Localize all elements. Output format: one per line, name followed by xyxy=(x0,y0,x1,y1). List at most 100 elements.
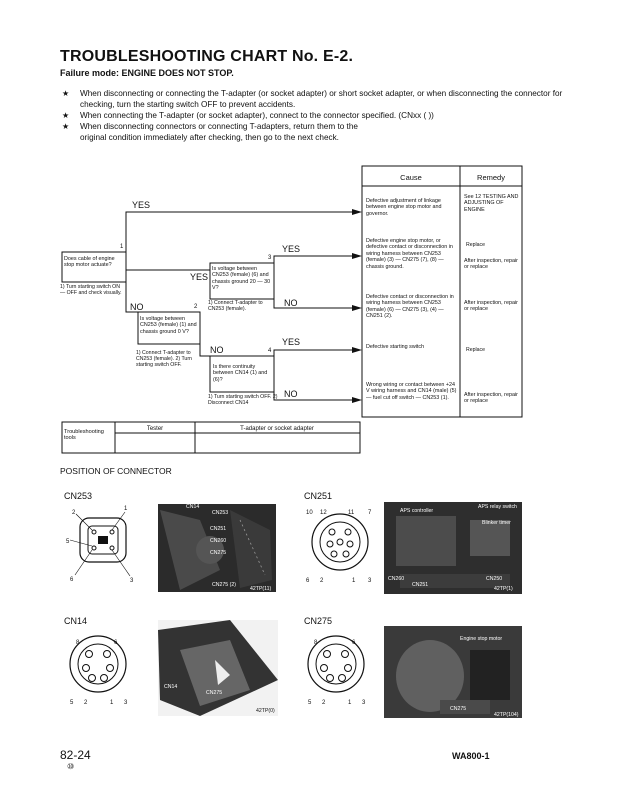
cn14-pin: 3 xyxy=(124,700,128,706)
photo-3 xyxy=(158,620,278,716)
photo-2-tag: CN250 xyxy=(486,576,502,582)
notes: ★When disconnecting or connecting the T-… xyxy=(60,88,580,143)
cn253-pin: 6 xyxy=(70,577,74,583)
cause-2: Defective engine stop motor, or defectiv… xyxy=(366,238,453,270)
cn251-pin: 6 xyxy=(306,578,310,584)
connector-section: CN253 2 1 5 6 3 CN14 CN253 CN251 CN260 C… xyxy=(64,491,522,718)
arrow-head xyxy=(352,305,362,311)
tools-label: Troubleshooting tools xyxy=(64,429,104,441)
yes-line-3 xyxy=(273,255,352,263)
star-icon: ★ xyxy=(62,122,70,131)
yes-label-1-3: YES xyxy=(190,272,208,282)
note-3: ★When disconnecting connectors or connec… xyxy=(62,122,358,142)
no-label-3: NO xyxy=(284,298,298,308)
photo-1-tag: CN251 xyxy=(210,526,226,532)
check-3-number: 3 xyxy=(268,255,272,261)
check-4-number: 4 xyxy=(268,348,272,354)
photo-1-tag: CN275 (2) xyxy=(212,582,236,588)
cn253-label: CN253 xyxy=(64,491,92,501)
check-4-text: Is there continuity between CN14 (1) and… xyxy=(213,364,267,383)
remedy-1: See 12 TESTING AND ADJUSTING OF ENGINE xyxy=(464,194,518,213)
photo-2-tag: 42TP(1) xyxy=(494,586,513,592)
page-title: TROUBLESHOOTING CHART No. E-2. xyxy=(60,48,354,65)
check-3-text: Is voltage between CN253 (female) (6) an… xyxy=(212,266,270,291)
note-2: ★When connecting the T-adapter (or socke… xyxy=(62,111,434,120)
revision-mark: ⑩ xyxy=(67,762,75,771)
no-line-1 xyxy=(125,282,138,313)
check-4-condition: 1) Turn starting switch OFF. 2) Disconne… xyxy=(208,394,277,406)
arrow-head xyxy=(352,347,362,353)
remedy-2b: After inspection, repair or replace xyxy=(464,258,518,270)
cn253-connector-drawing xyxy=(69,511,131,577)
cn253-pin: 2 xyxy=(72,510,76,516)
photo-2-tag: Blinker timer xyxy=(482,520,511,526)
cn251-pin: 2 xyxy=(320,578,324,584)
no-line-2 xyxy=(199,340,210,357)
cn275-pin: 5 xyxy=(308,700,312,706)
photo-2-tag: APS relay switch xyxy=(478,504,517,510)
no-label-2: NO xyxy=(210,345,224,355)
photo-4 xyxy=(384,626,522,718)
cause-4: Defective starting switch xyxy=(366,344,424,350)
arrow-head xyxy=(352,209,362,215)
cause-remedy-table xyxy=(361,165,523,418)
cn14-pin: 6 xyxy=(114,640,118,646)
photo-1-tag: CN253 xyxy=(212,510,228,516)
tools-adapter: T-adapter or socket adapter xyxy=(240,426,314,432)
check-box-1 xyxy=(61,251,127,283)
no-label-1: NO xyxy=(130,302,144,312)
cause-3: Defective contact or disconnection in wi… xyxy=(366,294,454,319)
check-2-number: 2 xyxy=(194,304,198,310)
no-line-4 xyxy=(273,392,352,401)
cn251-pin: 11 xyxy=(348,510,355,516)
cn251-pin: 7 xyxy=(368,510,372,516)
photo-1-tag: CN14 xyxy=(186,504,199,510)
cn253-pin: 1 xyxy=(124,506,128,512)
remedy-header: Remedy xyxy=(477,173,505,182)
photo-4-tag: CN275 xyxy=(450,706,466,712)
remedy-2a: Replace xyxy=(466,242,485,248)
arrow-head xyxy=(352,397,362,403)
check-2-condition: 1) Connect T-adapter to CN253 (female). … xyxy=(136,350,192,368)
cn275-connector-drawing xyxy=(307,635,365,693)
cn14-pin: 8 xyxy=(76,640,80,646)
photo-4-tag: 42TP(104) xyxy=(494,712,519,718)
photo-2-tag: CN251 xyxy=(412,582,428,588)
photo-1-tag: 42TP(11) xyxy=(250,586,272,592)
photo-2-tag: APS controller xyxy=(400,508,433,514)
photo-4-tag: Engine stop motor xyxy=(460,636,502,642)
photo-1-tag: CN260 xyxy=(210,538,226,544)
cn253-pin: 5 xyxy=(66,539,70,545)
remedy-4: Replace xyxy=(466,347,485,353)
cn251-pin: 12 xyxy=(320,510,327,516)
photo-2 xyxy=(384,502,522,594)
cn14-pin: 1 xyxy=(110,700,114,706)
photo-3-tag: CN14 xyxy=(164,684,177,690)
check-2-text: Is voltage between CN253 (female) (1) an… xyxy=(140,316,197,335)
cause-5: Wrong wiring or contact between +24 V wi… xyxy=(366,382,456,401)
cn275-label: CN275 xyxy=(304,616,332,626)
yes-label-3: YES xyxy=(282,244,300,254)
cause-header: Cause xyxy=(400,173,422,182)
photo-3-tag: 42TP(0) xyxy=(256,708,275,714)
photo-2-tag: CN260 xyxy=(388,576,404,582)
yes-line-4 xyxy=(273,349,352,356)
model-number: WA800-1 xyxy=(452,751,490,761)
cn14-pin: 5 xyxy=(70,700,74,706)
position-heading: POSITION OF CONNECTOR xyxy=(60,466,172,476)
cn251-pin: 3 xyxy=(368,578,372,584)
photo-1 xyxy=(158,504,276,592)
no-label-4: NO xyxy=(284,389,298,399)
remedy-5: After inspection, repair or replace xyxy=(464,392,518,404)
cn14-label: CN14 xyxy=(64,616,87,626)
cn275-pin: 2 xyxy=(322,700,326,706)
arrow-head xyxy=(352,253,362,259)
remedy-3: After inspection, repair or replace xyxy=(464,300,518,312)
tools-tester: Tester xyxy=(147,426,163,432)
check-3-condition: 1) Connect T-adapter to CN253 (female). xyxy=(208,300,263,312)
check-1-text: Does cable of engine stop motor actuate? xyxy=(64,256,115,268)
photo-3-tag: CN275 xyxy=(206,690,222,696)
cn275-pin: 3 xyxy=(362,700,366,706)
check-1-number: 1 xyxy=(120,244,124,250)
cn14-pin: 2 xyxy=(84,700,88,706)
